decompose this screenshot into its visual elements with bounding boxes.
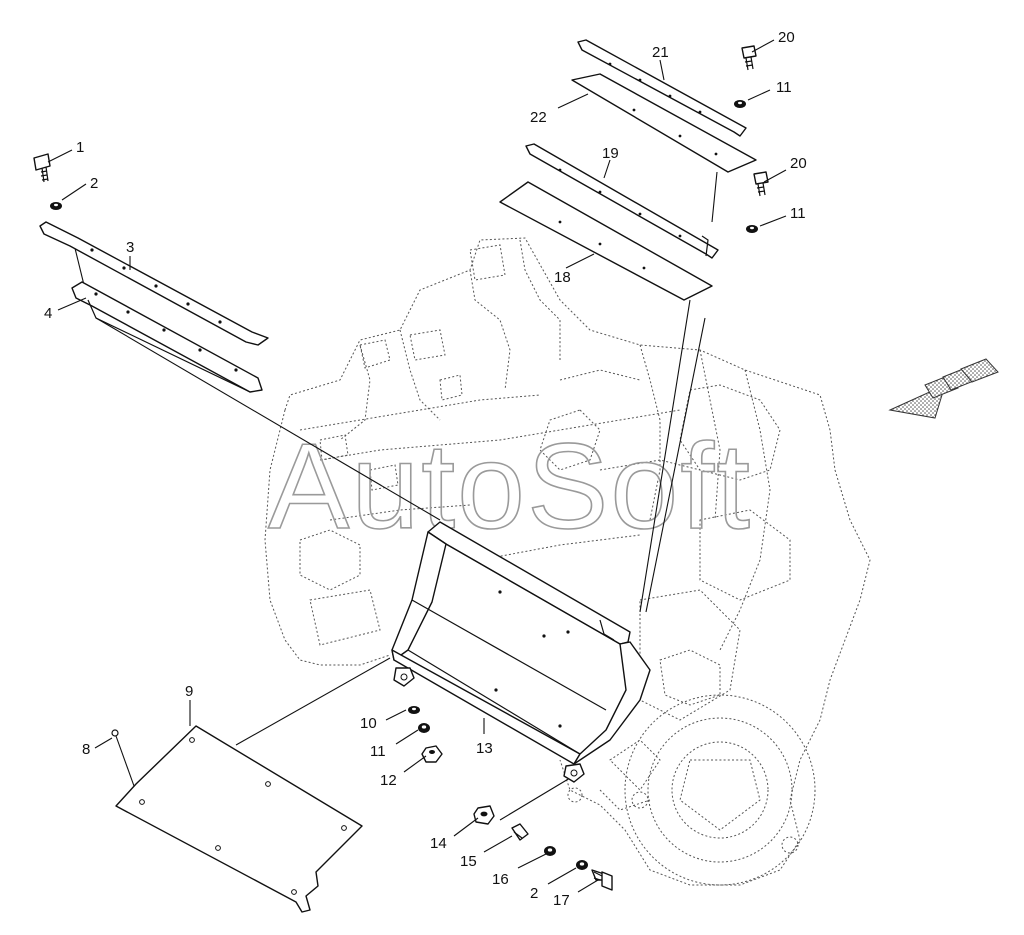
bolt-17: [591, 869, 613, 891]
callout-label: 3: [126, 239, 134, 256]
callout-label: 20: [790, 155, 807, 172]
washer-11-mid: [418, 723, 430, 733]
callout-label: 10: [360, 715, 377, 732]
callout-label: 4: [44, 305, 52, 322]
callout-label: 14: [430, 835, 447, 852]
strip-19: [525, 143, 719, 259]
callout-label: 1: [76, 139, 84, 156]
strip-21: [577, 39, 747, 137]
nut-14: [473, 805, 495, 825]
callout-label: 13: [476, 740, 493, 757]
callout-label: 16: [492, 871, 509, 888]
plate-9: [115, 725, 363, 913]
callout-label: 11: [776, 79, 792, 96]
plate-22: [571, 73, 757, 173]
spacer-15: [511, 823, 529, 841]
callout-label: 18: [554, 269, 571, 286]
watermark-text: AutoSoft: [268, 418, 752, 554]
callout-label: 20: [778, 29, 795, 46]
shield-13: [391, 521, 651, 783]
strip-4: [71, 281, 263, 393]
washer-2-lower: [576, 860, 588, 870]
strip-3: [39, 221, 269, 346]
callout-label: 11: [790, 205, 806, 222]
callout-label: 22: [530, 109, 547, 126]
bolt-20-top: [741, 45, 757, 71]
bolt-8: [111, 729, 135, 787]
washer-2: [50, 202, 62, 210]
washer-11-lower: [746, 225, 758, 233]
plate-18: [499, 181, 713, 301]
callout-label: 17: [553, 892, 570, 909]
callout-labels: 1 2 3 4 8 9 10 11 12 13 14 15 16 2 17 18…: [44, 29, 807, 909]
washer-11-top: [734, 100, 746, 108]
nut-12: [421, 745, 443, 763]
washer-10: [408, 706, 420, 714]
leader-lines: [47, 39, 787, 893]
callout-label: 19: [602, 145, 619, 162]
bolt-20-lower: [753, 171, 769, 197]
callout-label: 2: [530, 885, 538, 902]
washer-16: [544, 846, 556, 856]
bolt-1: [33, 153, 51, 183]
callout-label: 15: [460, 853, 477, 870]
direction-arrow-icon: [888, 358, 999, 419]
callout-label: 8: [82, 741, 90, 758]
callout-label: 12: [380, 772, 397, 789]
callout-label: 21: [652, 44, 669, 61]
callout-label: 11: [370, 743, 386, 760]
callout-label: 9: [185, 683, 193, 700]
assembly-lines: [71, 171, 718, 821]
callout-label: 2: [90, 175, 98, 192]
engine-block-outline: [264, 237, 871, 886]
